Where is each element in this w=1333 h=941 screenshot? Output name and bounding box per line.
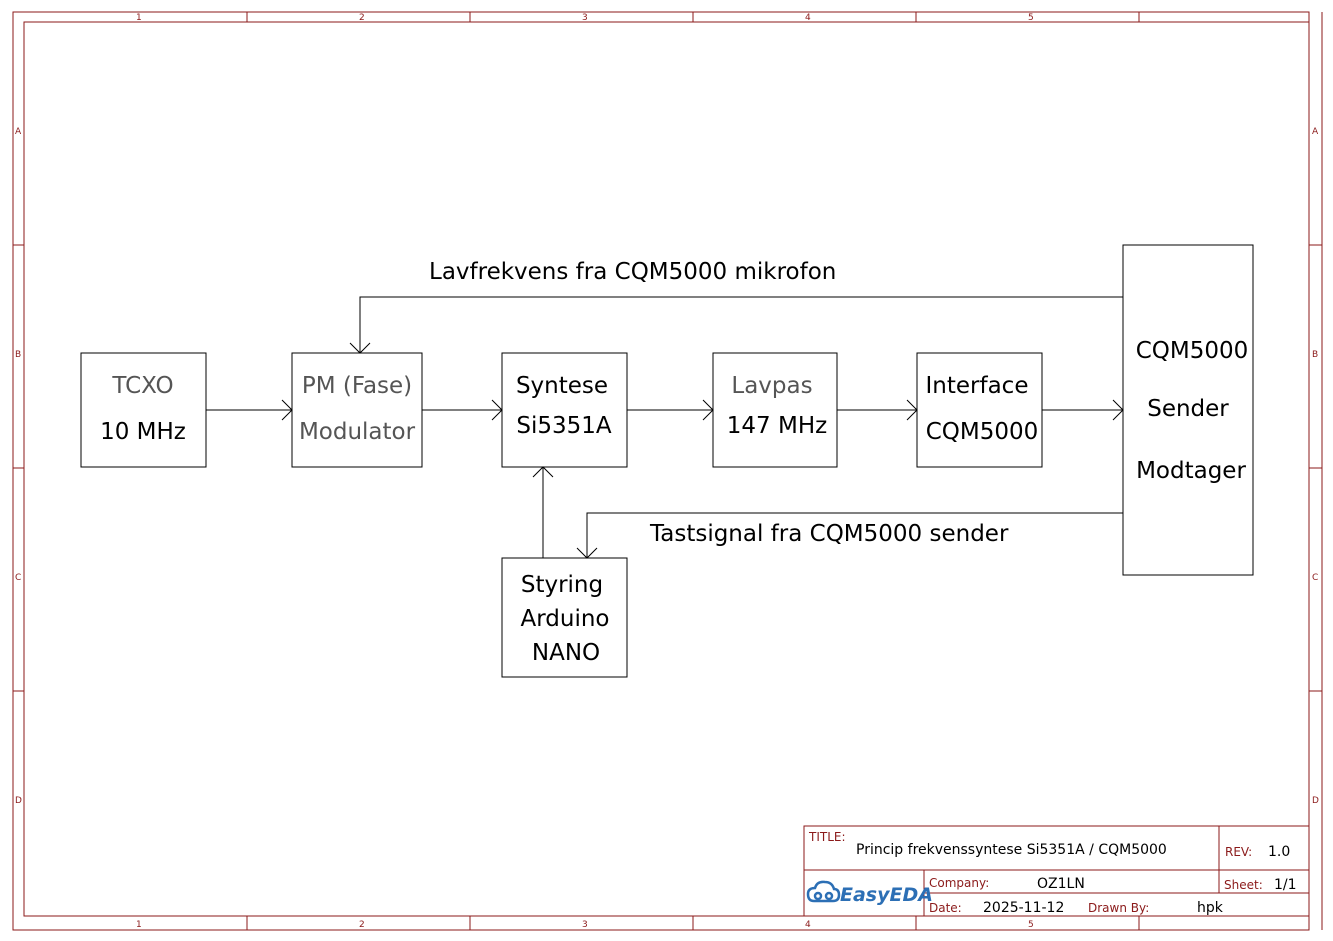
wire-key-signal — [576, 512, 1123, 559]
date-value: 2025-11-12 — [983, 900, 1064, 916]
title-block: TITLE: Princip frekvenssyntese Si5351A /… — [803, 825, 1310, 917]
block-transceiver-line-1: CQM5000 — [1136, 338, 1249, 364]
block-lowpass[interactable]: Lavpas 147 MHz — [712, 352, 838, 468]
sheet-outer-frame — [12, 11, 1310, 931]
date-label: Date: — [929, 901, 962, 915]
sheet-value: 1/1 — [1274, 877, 1297, 893]
zone-row-right-D: D — [1312, 796, 1319, 806]
block-transceiver[interactable]: CQM5000 Sender Modtager — [1122, 244, 1254, 576]
rev-label: REV: — [1225, 845, 1252, 859]
block-lowpass-line-1: Lavpas — [731, 373, 812, 399]
block-controller-line-2: Arduino — [520, 606, 609, 632]
sheet-inner-frame — [23, 21, 1310, 917]
easyeda-logo-text: EasyEDA — [840, 884, 933, 906]
easyeda-logo: EasyEDA — [806, 880, 933, 906]
wire-audio-feedback — [349, 296, 1123, 354]
zone-row-left-A: A — [15, 127, 22, 137]
block-interface-line-1: Interface — [926, 373, 1029, 399]
zone-col-bottom-1: 1 — [136, 920, 142, 930]
zone-row-right-C: C — [1312, 573, 1318, 583]
company-value: OZ1LN — [1037, 876, 1085, 892]
block-pm-modulator-line-2: Modulator — [299, 419, 416, 445]
zone-col-bottom-3: 3 — [582, 920, 588, 930]
label-key-signal: Tastsignal fra CQM5000 sender — [649, 521, 1009, 547]
zone-col-top-5: 5 — [1028, 13, 1034, 23]
zone-col-top-1: 1 — [136, 13, 142, 23]
zone-row-left-B: B — [15, 350, 21, 360]
block-interface[interactable]: Interface CQM5000 — [916, 352, 1043, 468]
block-transceiver-line-3: Modtager — [1136, 458, 1246, 484]
block-tcxo[interactable]: TCXO 10 MHz — [80, 352, 207, 468]
label-audio-feedback: Lavfrekvens fra CQM5000 mikrofon — [429, 259, 836, 285]
zone-row-right-B: B — [1312, 350, 1318, 360]
block-pm-modulator-line-1: PM (Fase) — [302, 373, 412, 399]
zone-col-bottom-4: 4 — [805, 920, 811, 930]
zone-row-right-A: A — [1312, 127, 1319, 137]
block-interface-line-2: CQM5000 — [926, 419, 1039, 445]
sheet-label: Sheet: — [1224, 878, 1263, 892]
block-controller-line-3: NANO — [532, 640, 600, 666]
block-synthesizer[interactable]: Syntese Si5351A — [501, 352, 628, 468]
zone-col-bottom-2: 2 — [359, 920, 365, 930]
drawn-by-label: Drawn By: — [1088, 901, 1149, 915]
block-synthesizer-line-2: Si5351A — [516, 413, 612, 439]
block-tcxo-line-1: TCXO — [111, 373, 173, 399]
wire-synthesizer-to-lowpass — [627, 399, 714, 421]
zone-row-left-C: C — [15, 573, 21, 583]
wire-controller-to-synthesizer — [532, 466, 554, 558]
zone-col-top-2: 2 — [359, 13, 365, 23]
block-controller-line-1: Styring — [521, 572, 603, 598]
company-label: Company: — [929, 876, 989, 890]
drawn-by-value: hpk — [1197, 900, 1224, 916]
wire-modulator-to-synthesizer — [422, 399, 503, 421]
zone-dividers — [13, 12, 1323, 930]
block-controller[interactable]: Styring Arduino NANO — [501, 557, 628, 678]
title-value: Princip frekvenssyntese Si5351A / CQM500… — [856, 842, 1167, 858]
zone-col-bottom-5: 5 — [1028, 920, 1034, 930]
wire-tcxo-to-modulator — [206, 399, 293, 421]
block-pm-modulator[interactable]: PM (Fase) Modulator — [291, 352, 423, 468]
zone-col-top-3: 3 — [582, 13, 588, 23]
block-synthesizer-line-1: Syntese — [516, 373, 608, 399]
rev-value: 1.0 — [1268, 844, 1290, 860]
wire-lowpass-to-interface — [837, 399, 918, 421]
wire-interface-to-transceiver — [1042, 399, 1124, 421]
cloud-icon — [806, 880, 841, 903]
block-transceiver-line-2: Sender — [1147, 396, 1229, 422]
zone-row-left-D: D — [15, 796, 22, 806]
block-tcxo-line-2: 10 MHz — [100, 419, 186, 445]
title-label: TITLE: — [808, 830, 846, 844]
block-lowpass-line-2: 147 MHz — [727, 413, 827, 439]
zone-col-top-4: 4 — [805, 13, 811, 23]
